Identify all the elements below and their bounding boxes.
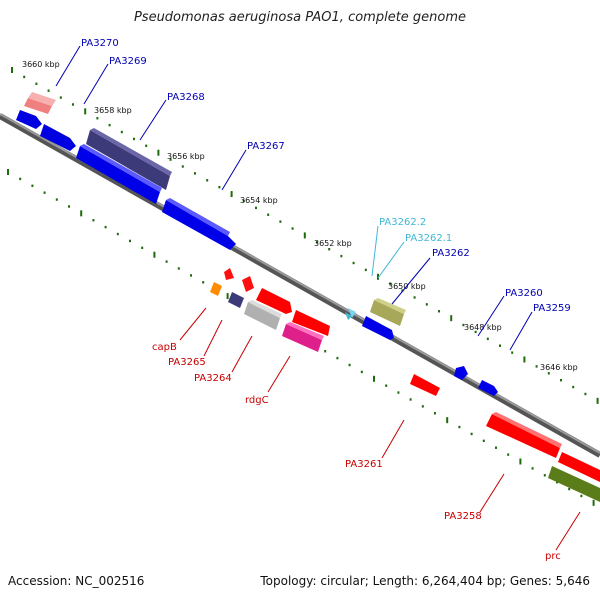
gene-PA3269b[interactable]	[40, 124, 76, 151]
gene-PA3258[interactable]	[486, 412, 562, 458]
gene-PA3264a[interactable]	[242, 276, 254, 292]
label-PA3267: PA3267	[247, 141, 285, 152]
accession-footer: Accession: NC_002516	[8, 574, 144, 588]
gene-rdgC-a[interactable]	[256, 288, 292, 314]
label-rdgC: rdgC	[245, 395, 269, 406]
ruler-labels: 3660 kbp 3658 kbp 3656 kbp 3654 kbp 3652…	[22, 60, 578, 372]
ruler-label-3652: 3652 kbp	[314, 239, 352, 248]
label-PA3262-2: PA3262.2	[379, 217, 426, 228]
rna-marker[interactable]	[345, 308, 356, 320]
label-PA3265: PA3265	[168, 357, 206, 368]
label-PA3264: PA3264	[194, 373, 232, 384]
ruler-label-3654: 3654 kbp	[240, 196, 278, 205]
gene-PA3266[interactable]	[224, 268, 234, 280]
gene-PA3269[interactable]	[16, 110, 42, 129]
gene-rdgC[interactable]	[282, 322, 324, 352]
gene-PA3262-rna[interactable]	[370, 298, 406, 326]
topology-footer: Topology: circular; Length: 6,264,404 bp…	[260, 574, 590, 588]
gene-PA3267[interactable]	[162, 198, 236, 250]
map-title: Pseudomonas aeruginosa PAO1, complete ge…	[133, 10, 467, 25]
forward-genes	[16, 92, 498, 396]
label-PA3268: PA3268	[167, 92, 205, 103]
label-PA3262-1: PA3262.1	[405, 233, 452, 244]
ruler-label-3648: 3648 kbp	[464, 323, 502, 332]
label-prc: prc	[545, 551, 561, 562]
label-PA3260: PA3260	[505, 288, 543, 299]
label-PA3269: PA3269	[109, 56, 147, 67]
gene-PA3268[interactable]	[86, 128, 172, 190]
label-capB: capB	[152, 342, 177, 353]
gene-PA3259[interactable]	[478, 380, 498, 396]
ruler-label-3660: 3660 kbp	[22, 60, 60, 69]
label-PA3270: PA3270	[81, 38, 119, 49]
reverse-genes	[210, 268, 600, 502]
gene-PA3260[interactable]	[454, 366, 468, 380]
label-PA3259: PA3259	[533, 303, 571, 314]
gene-PA3267a[interactable]	[76, 144, 162, 204]
label-PA3258: PA3258	[444, 511, 482, 522]
gene-label-group: PA3270 PA3269 PA3268 PA3267 PA3262 PA326…	[81, 38, 571, 562]
gene-prc[interactable]	[548, 466, 600, 502]
gene-capB[interactable]	[210, 282, 222, 296]
label-leaders	[55, 45, 581, 551]
ruler-label-3658: 3658 kbp	[94, 106, 132, 115]
accession-label: Accession:	[8, 574, 72, 588]
accession-value: NC_002516	[75, 574, 145, 588]
ruler-label-3646: 3646 kbp	[540, 363, 578, 372]
gene-PA3262[interactable]	[362, 316, 394, 340]
label-PA3261: PA3261	[345, 459, 383, 470]
gene-rdgC-b[interactable]	[292, 310, 330, 336]
gene-PA3258b[interactable]	[558, 452, 600, 482]
label-PA3262: PA3262	[432, 248, 470, 259]
ruler-label-3656: 3656 kbp	[167, 152, 205, 161]
gene-PA3270[interactable]	[24, 92, 56, 114]
gene-PA3265[interactable]	[228, 292, 244, 308]
gene-PA3264[interactable]	[244, 300, 282, 330]
gene-PA3261[interactable]	[410, 374, 440, 396]
